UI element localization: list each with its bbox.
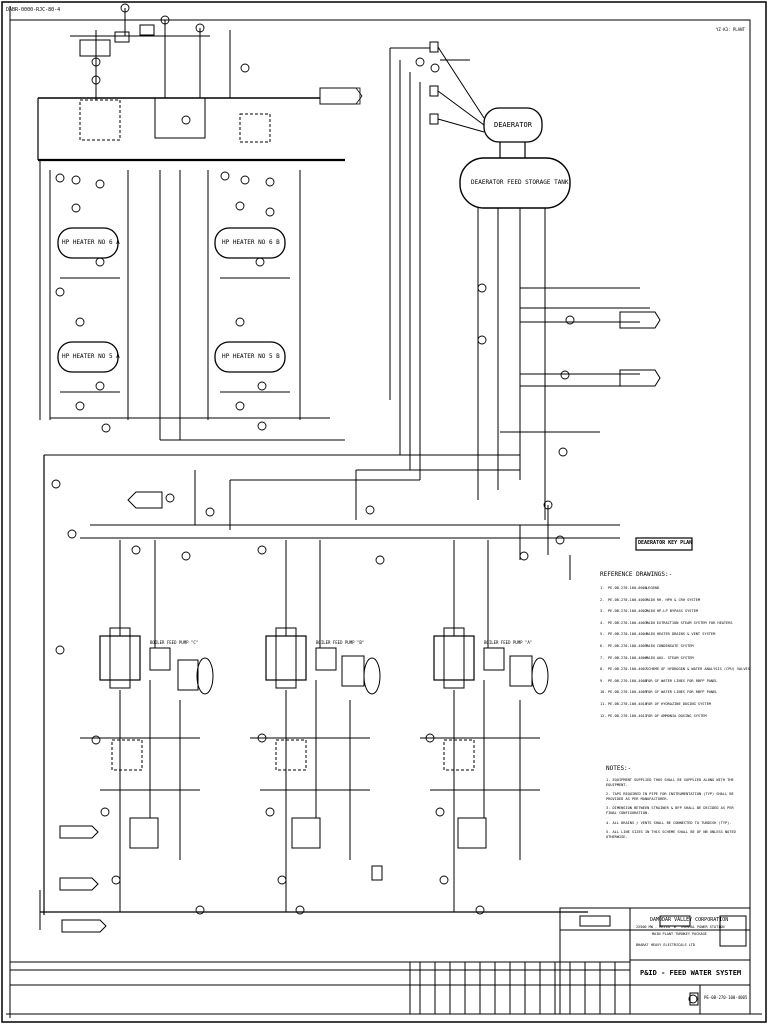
reference-desc: SCHEME OF HYDROGEN & WATER ANALYSIS (CPU…	[646, 667, 750, 672]
reference-doc: PE-0B-270-100-4006	[608, 655, 647, 660]
reference-doc: PE-0B-270-100-4009	[608, 690, 647, 695]
bfp-c-train	[80, 540, 214, 912]
reference-desc: MAIN HP-LP BYPASS SYSTEM	[646, 609, 698, 614]
reference-doc: PE-0B-270-100-4001	[608, 597, 647, 602]
reference-desc: FOR GF WATER LINES FOR RBFP PANEL	[646, 678, 718, 683]
bfp-a-train	[420, 540, 549, 912]
reference-no: 4.	[600, 620, 605, 625]
reference-no: 3.	[600, 609, 605, 614]
reference-no: 5.	[600, 632, 605, 637]
title-block-owner: DAMODAR VALLEY CORPORATION	[650, 917, 729, 923]
bfp-b-label: BOILER FEED PUMP "B"	[316, 640, 365, 645]
bfp-a-label: BOILER FEED PUMP "A"	[484, 640, 533, 645]
reference-desc: FOR OF HYDRAZINE DOSING SYSTEM	[646, 701, 711, 706]
note-item: 2. TAPS REQUIRED IN PIPE FOR INSTRUMENTA…	[606, 792, 734, 801]
title-block-contractor: BHARAT HEAVY ELECTRICALS LTD	[636, 943, 696, 947]
reference-doc: PE-0B-270-100-4008	[608, 678, 647, 683]
reference-doc: PE-0B-270-100-4010	[608, 701, 647, 706]
corner-reference: DABR-0000-RJC-80-4	[6, 7, 61, 13]
inner-border	[9, 19, 751, 1015]
storage-tank-label: DEAERATOR FEED STORAGE TANK	[471, 179, 569, 186]
reference-no: 10.	[600, 690, 607, 695]
title-block-package: MAIN PLANT TURNKEY PACKAGE	[652, 932, 707, 936]
reference-no: 1.	[600, 586, 605, 590]
hp-heater-5b-shell	[214, 341, 286, 373]
hp-heater-5a-label: HP HEATER NO 5 A	[62, 353, 120, 360]
reference-no: 9.	[600, 678, 605, 683]
reference-desc: LEGEND	[646, 586, 659, 590]
hp-heater-6b-label: HP HEATER NO 6 B	[222, 239, 280, 246]
drawing-title: P&ID - FEED WATER SYSTEM	[640, 969, 742, 977]
reference-no: 12.	[600, 713, 607, 718]
deaerator-label: DEAERATOR	[494, 121, 532, 129]
hp-heater-5a-shell	[57, 341, 119, 373]
notes-heading: NOTES:-	[606, 765, 632, 772]
reference-desc: MAIN HEATER DRAINS & VENT SYSTEM	[646, 632, 716, 637]
note-item: 3. DIMENSION BETWEEN STRAINER & BFP SHAL…	[606, 806, 734, 815]
reference-desc: MAIN EXTRACTION STEAM SYSTEM FOR HEATERS	[646, 620, 733, 625]
reference-drawings-heading: REFERENCE DRAWINGS:-	[600, 571, 673, 578]
reference-desc: MAIN RH, HPH & CRH SYSTEM	[646, 597, 701, 602]
reference-doc: PE-0B-270-100-0000	[608, 586, 647, 590]
hp-heater-6a-label: HP HEATER NO 6 A	[62, 239, 120, 246]
note-item: 4. ALL DRAINS / VENTS SHALL BE CONNECTED…	[606, 820, 732, 825]
reference-no: 6.	[600, 643, 605, 648]
drawing-number: PE-0B-270-100-4005	[704, 995, 748, 1000]
bfp-b-train	[250, 540, 383, 912]
reference-doc: PE-0B-270-100-4003	[608, 620, 647, 625]
reference-desc: MAIN AUX. STEAM SYSTEM	[646, 655, 694, 660]
reference-no: 8.	[600, 667, 605, 672]
reference-desc: MAIN CONDENSATE SYSTEM	[646, 643, 694, 648]
reference-doc: PE-0B-270-100-4011	[608, 713, 647, 718]
top-right-reference: YZ-K3: PLANT	[716, 27, 745, 32]
reference-no: 11.	[600, 701, 607, 706]
hp-heater-6b-shell	[214, 227, 286, 259]
hp-heater-5b-label: HP HEATER NO 5 B	[222, 353, 280, 360]
reference-doc: PE-0B-270-100-4007	[608, 667, 647, 672]
notes-list: 1. EQUIPMENT SUPPLIED THUS SHALL BE SUPP…	[606, 778, 746, 844]
note-item: 1. EQUIPMENT SUPPLIED THUS SHALL BE SUPP…	[606, 778, 734, 787]
title-block-project: 2X500 MW - MEJIA "B" THERMAL POWER STATI…	[636, 925, 725, 929]
reference-doc: PE-0B-270-100-4002	[608, 609, 647, 614]
reference-desc: FOR GF WATER LINES FOR RBFP PANEL	[646, 690, 718, 695]
note-item: 5. ALL LINE SIZES IN THIS SCHEME SHALL B…	[606, 830, 736, 839]
hp-heater-6a-shell	[57, 227, 119, 259]
bfp-c-label: BOILER FEED PUMP "C"	[150, 640, 199, 645]
reference-desc: FOR OF AMMONIA DOSING SYSTEM	[646, 713, 707, 718]
reference-doc: PE-0B-270-100-4005	[608, 643, 647, 648]
reference-no: 7.	[600, 655, 605, 660]
key-plan-label: DEAERATOR KEY PLAN	[638, 540, 693, 546]
reference-doc: PE-0B-270-100-4004	[608, 632, 647, 637]
storage-tank-vessel	[459, 157, 571, 209]
reference-no: 2.	[600, 597, 605, 602]
